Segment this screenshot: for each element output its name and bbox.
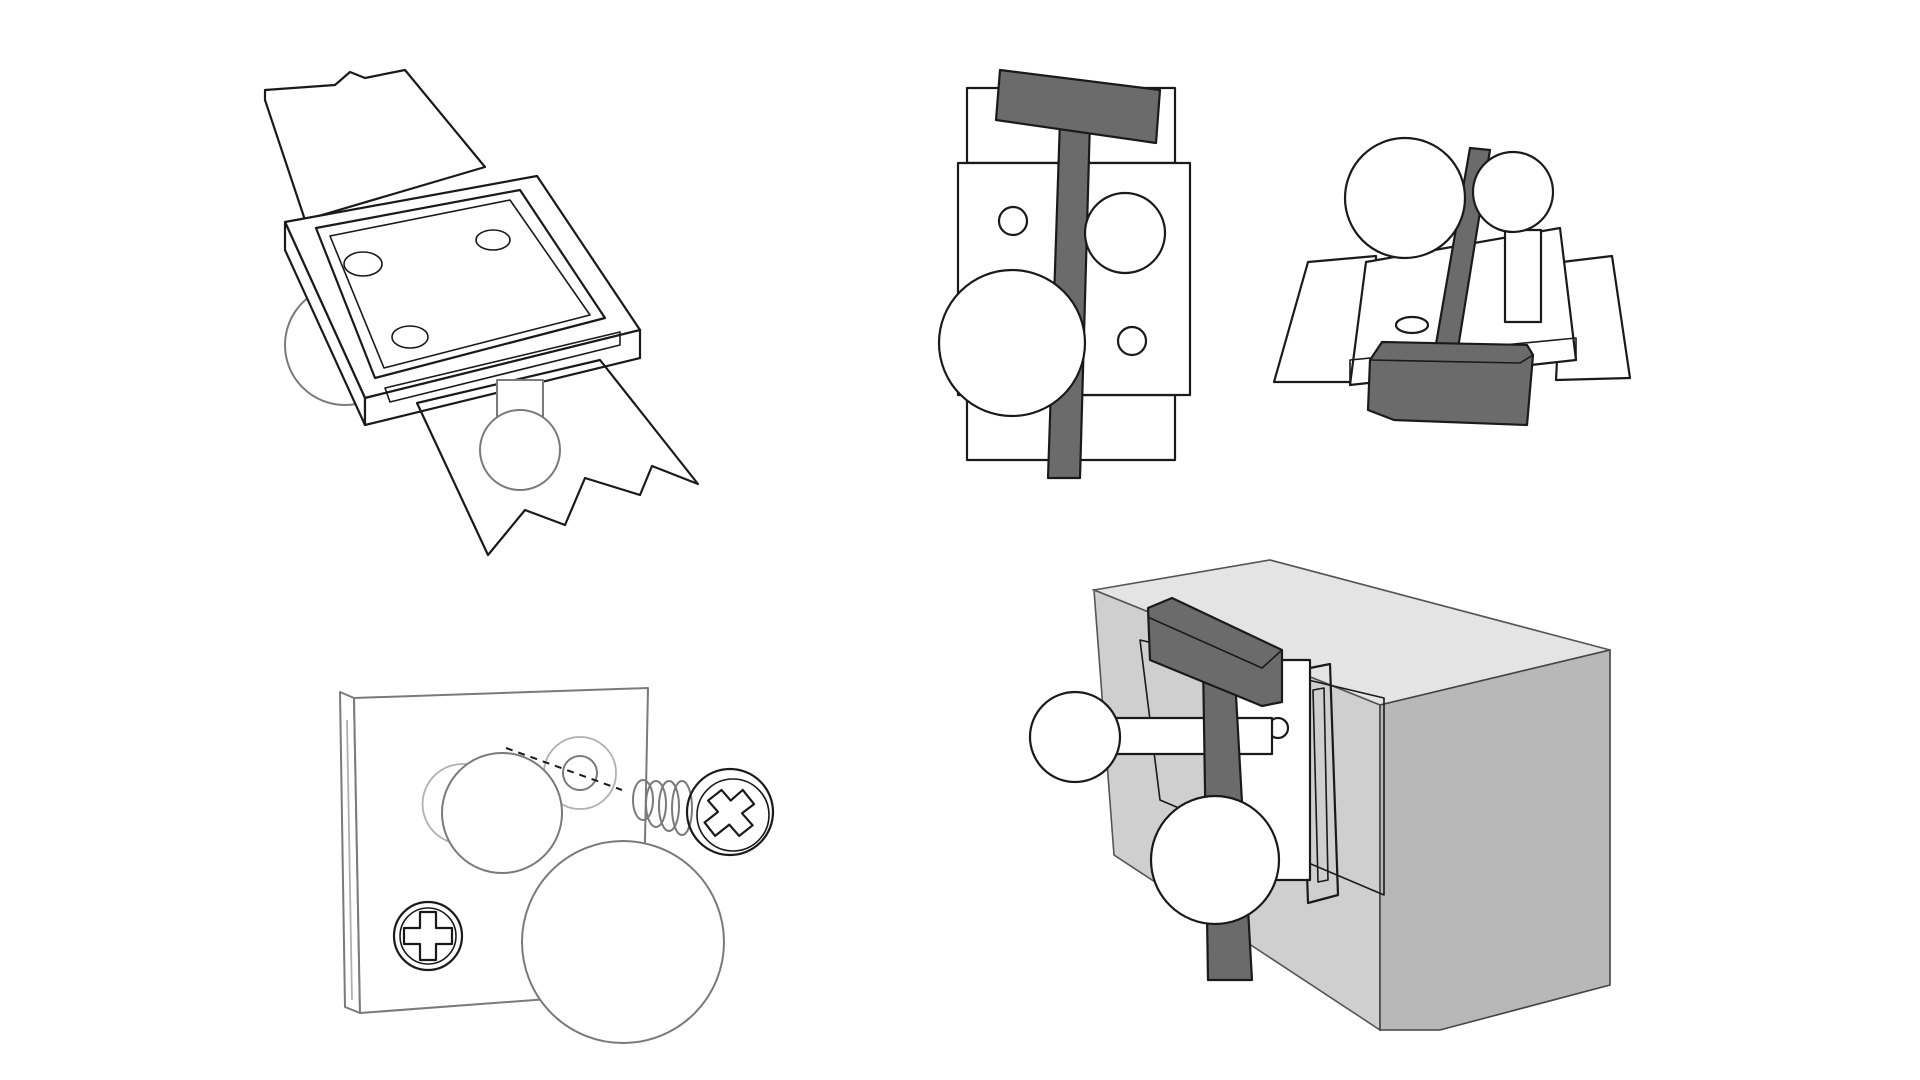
hammer-lock-plate-front-figure [937,68,1192,480]
phillips-screw-icon [685,767,775,857]
screw-mounted-plate-figure [339,687,775,1044]
plate-hole-small-1 [997,205,1029,237]
knob-post [1503,228,1543,324]
knob-lower-door [1149,794,1281,926]
stem-ball [479,409,561,491]
plate-hole-2 [475,229,511,251]
strap-lower [415,358,700,557]
hammer-head-angled [1366,340,1535,427]
knob-large-angled [1343,136,1467,260]
hammer-head [994,68,1162,145]
plate-hole-small-2 [1116,325,1148,357]
knob-upper [441,752,563,874]
horizontal-rod [1110,716,1274,756]
knob-large-front [521,840,725,1044]
strap-loop-bracket-figure [263,68,700,557]
hammer-head-door [1146,596,1284,708]
strap-upper [263,68,487,222]
block-hole [1394,315,1430,335]
countersunk-hole-inner [562,755,598,791]
plate-hole-3 [391,325,429,349]
knob-left [1028,690,1122,784]
plate-hole-1 [343,251,383,277]
knob-small-angled [1471,150,1555,234]
flush-screw-icon [392,900,464,972]
screw-threads [632,779,693,836]
knob-small [1083,191,1167,275]
knob-large [937,268,1087,418]
square-loop-frame [283,174,642,427]
hammer-lock-plate-angled-figure [1272,136,1632,427]
door-face-right [1379,648,1611,1031]
hammer-lock-door-corner-figure [1028,559,1611,1032]
